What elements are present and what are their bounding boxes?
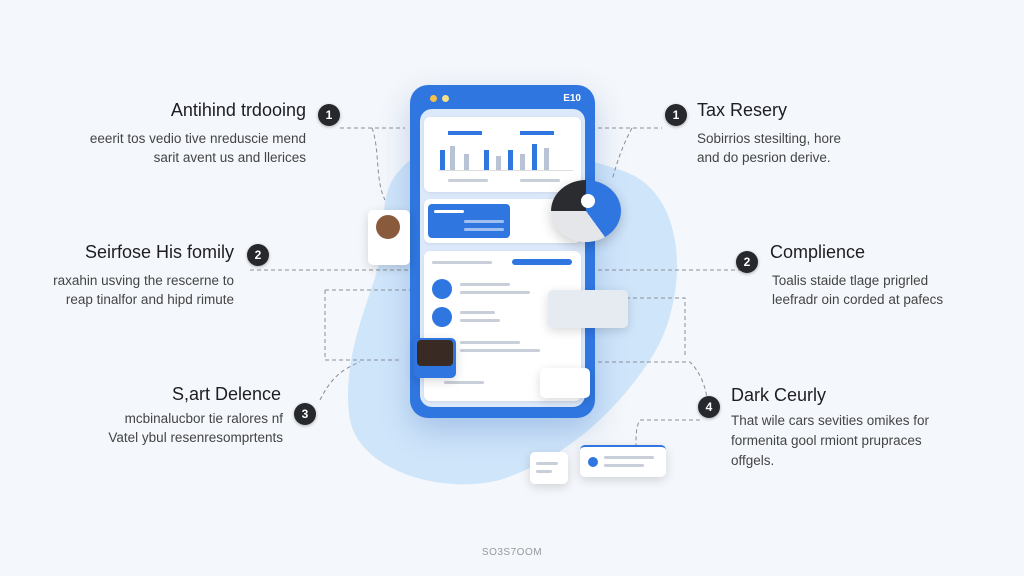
action-pill[interactable] bbox=[512, 259, 572, 265]
step-badge: 1 bbox=[318, 104, 340, 126]
connector-4-bottom bbox=[635, 419, 700, 447]
avatar bbox=[417, 340, 453, 366]
pie-chart-widget bbox=[551, 180, 621, 242]
floating-widget bbox=[548, 290, 628, 328]
connector-3-left bbox=[319, 361, 361, 401]
mini-bar-chart bbox=[438, 141, 573, 171]
step-badge: 3 bbox=[294, 403, 316, 425]
chart-title-bar bbox=[520, 131, 554, 135]
dot-icon bbox=[430, 95, 437, 102]
bar-chart-card bbox=[424, 117, 581, 192]
step-badge: 2 bbox=[247, 244, 269, 266]
avatar-card bbox=[414, 338, 456, 378]
connector-4-right bbox=[598, 361, 708, 399]
avatar-card bbox=[368, 210, 410, 265]
dot-icon bbox=[442, 95, 449, 102]
step-badge: 1 bbox=[665, 104, 687, 126]
list-icon bbox=[432, 279, 452, 299]
step-badge: 2 bbox=[736, 251, 758, 273]
item-title: Complience bbox=[770, 242, 866, 262]
highlight-card bbox=[428, 204, 510, 238]
item-title: Antihind trdooing bbox=[170, 100, 306, 120]
list-icon bbox=[432, 307, 452, 327]
item-title: Tax Resery bbox=[697, 100, 788, 120]
footer-caption: SO3S7OOM bbox=[481, 547, 543, 558]
connector-1-left-curve bbox=[371, 127, 386, 201]
step-badge: 4 bbox=[698, 396, 720, 418]
chart-title-bar bbox=[448, 131, 482, 135]
frame-left bbox=[324, 289, 410, 361]
floating-doc-card bbox=[580, 445, 666, 477]
item-title: Dark Ceurly bbox=[731, 385, 827, 405]
item-title: Seirfose His fomily bbox=[84, 242, 234, 262]
avatar bbox=[376, 215, 400, 239]
phone-status: E10 bbox=[563, 93, 581, 104]
connector-1-right-curve bbox=[611, 127, 633, 181]
item-title: S,art Delence bbox=[171, 384, 281, 404]
floating-widget bbox=[540, 368, 590, 398]
floating-doc-card bbox=[530, 452, 568, 484]
